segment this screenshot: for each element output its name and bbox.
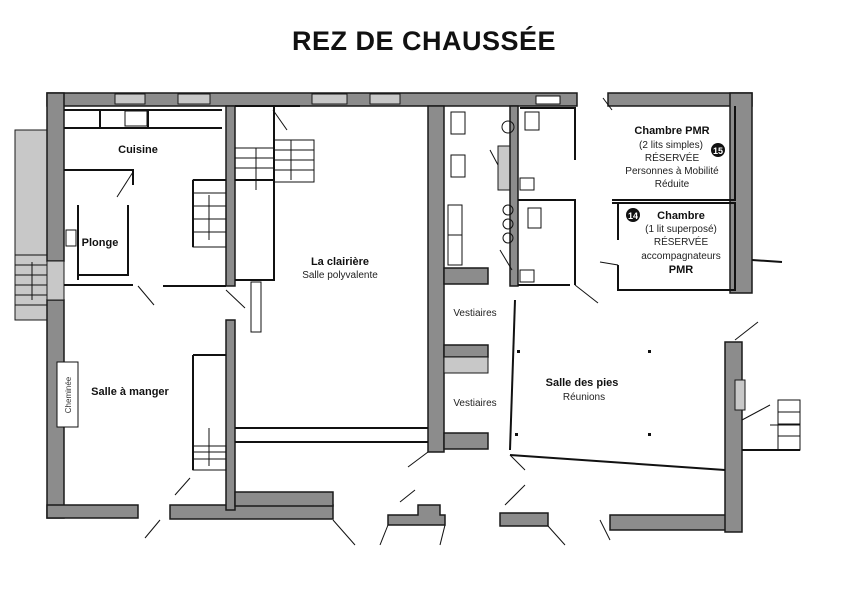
room-label-salle-des-pies: Salle des pies (546, 377, 619, 389)
fireplace-label: Cheminée (64, 376, 73, 413)
room-15-number: 15 (713, 146, 723, 156)
room-label-cuisine: Cuisine (118, 144, 158, 156)
room-sub-salle-des-pies: Réunions (563, 392, 605, 403)
room-15-status: RÉSERVÉE (645, 151, 700, 164)
room-15-chambre-pmr: Chambre PMR (2 lits simples) 15 RÉSERVÉE… (625, 125, 725, 190)
room-label-clairiere: La clairière (311, 256, 369, 268)
page-title: REZ DE CHAUSSÉE (291, 26, 557, 56)
pillars (515, 350, 651, 436)
room-14-chambre: 14 Chambre (1 lit superposé) RÉSERVÉE ac… (626, 208, 721, 276)
room-15-line1: Personnes à Mobilité (625, 166, 719, 177)
room-14-number: 14 (628, 211, 638, 221)
walls (46, 92, 753, 533)
room-label-vestiaires-1: Vestiaires (453, 308, 496, 319)
room-15-line2: Réduite (655, 179, 690, 190)
room-14-name: Chambre (657, 210, 705, 222)
room-label-salle-a-manger: Salle à manger (91, 386, 169, 398)
left-staircase (14, 129, 48, 321)
room-sub-clairiere: Salle polyvalente (302, 270, 378, 281)
sanitary-fixtures (56, 110, 542, 428)
stairs (192, 139, 801, 471)
room-number-badge (626, 208, 640, 222)
room-15-beds: (2 lits simples) (639, 140, 703, 151)
interior-walls (64, 105, 800, 471)
door-swings (116, 97, 771, 546)
room-label-plonge: Plonge (82, 237, 119, 249)
room-14-line1: accompagnateurs (641, 251, 721, 262)
room-14-line2: PMR (669, 264, 694, 276)
room-number-badge (711, 143, 725, 157)
room-14-beds: (1 lit superposé) (645, 224, 717, 235)
room-15-name: Chambre PMR (634, 125, 709, 137)
room-14-status: RÉSERVÉE (654, 235, 709, 248)
room-label-vestiaires-2: Vestiaires (453, 398, 496, 409)
